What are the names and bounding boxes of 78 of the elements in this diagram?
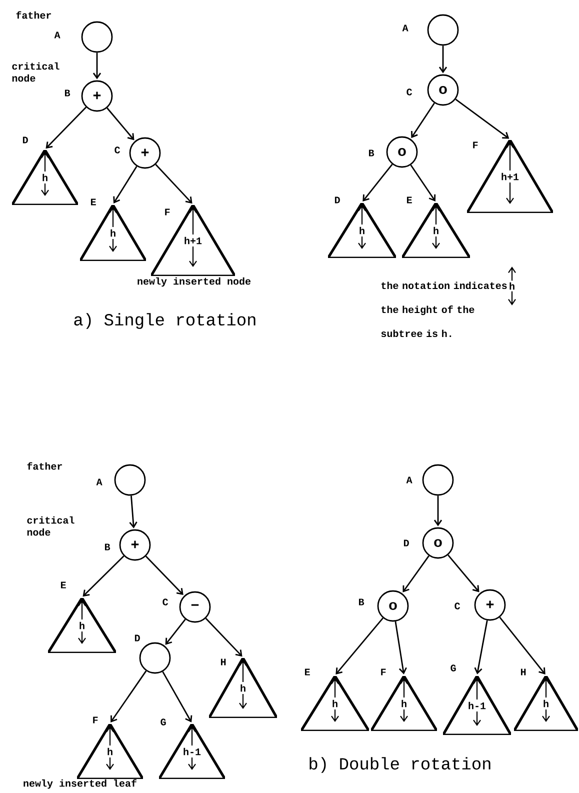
arrow <box>129 496 138 528</box>
arrow <box>110 670 147 722</box>
arrow <box>499 616 546 675</box>
node-annotation: father <box>27 462 62 470</box>
node-annotation: father <box>16 11 51 19</box>
subtree-triangle: h-1 <box>443 676 511 735</box>
arrow <box>165 618 186 645</box>
node-letter: F <box>381 668 386 676</box>
subtree-triangle: h <box>514 676 578 731</box>
node-letter: B <box>64 90 70 96</box>
arrow <box>411 102 435 138</box>
arrow <box>438 46 448 74</box>
tree-node-circle <box>427 14 459 46</box>
caption: b) Double rotation <box>310 757 490 773</box>
node-letter: A <box>96 478 102 486</box>
note-text: the notation indicates the height of the subtree is h. <box>381 282 507 338</box>
arrow <box>46 106 87 149</box>
node-letter: C <box>454 602 460 610</box>
node-letter: F <box>165 208 170 216</box>
tree-node-circle <box>422 464 454 496</box>
arrow <box>106 108 134 140</box>
node-letter: F <box>93 716 98 724</box>
node-letter: E <box>304 668 310 676</box>
node-letter: A <box>402 24 408 32</box>
notation-symbol: h <box>510 282 514 290</box>
node-letter: B <box>358 598 364 606</box>
subtree-triangle: h <box>371 676 437 731</box>
node-letter: C <box>162 598 168 606</box>
subtree-triangle: h <box>77 724 143 779</box>
node-letter: B <box>368 150 374 156</box>
node-letter: F <box>473 142 478 148</box>
subtree-triangle: h <box>80 205 146 261</box>
arrow <box>336 618 384 675</box>
arrow <box>410 164 436 202</box>
node-letter: H <box>220 658 226 666</box>
arrow <box>455 98 510 139</box>
arrow <box>205 618 242 657</box>
node-annotation: critical node <box>12 62 60 82</box>
node-letter: C <box>406 88 412 96</box>
node-annotation: critical node <box>27 516 74 536</box>
node-letter: D <box>404 540 409 546</box>
subtree-triangle: h <box>328 203 396 258</box>
caption: a) Single rotation <box>74 313 256 329</box>
node-letter: E <box>406 196 412 204</box>
subtree-triangle: h <box>301 676 369 731</box>
arrow <box>145 556 184 595</box>
node-letter: E <box>90 198 96 206</box>
subtree-triangle: h-1 <box>159 724 225 779</box>
arrow <box>92 52 102 80</box>
tree-node-circle <box>81 21 113 53</box>
arrow <box>162 671 192 722</box>
node-letter: B <box>104 544 110 550</box>
tree-node-circle <box>139 642 171 674</box>
node-letter: A <box>406 476 412 484</box>
subtree-triangle: h <box>402 203 470 258</box>
tree-node-circle <box>114 464 146 496</box>
node-letter: D <box>134 634 140 642</box>
node-letter: A <box>54 32 60 38</box>
arrow <box>402 555 430 592</box>
node-letter: D <box>22 136 28 144</box>
subtree-triangle: h <box>48 598 116 653</box>
node-letter: D <box>334 196 340 204</box>
arrow <box>362 164 393 202</box>
arrow <box>113 166 138 204</box>
node-letter: E <box>60 582 66 588</box>
arrow <box>448 554 480 592</box>
node-letter: G <box>160 718 166 726</box>
node-letter: H <box>520 668 526 676</box>
subtree-triangle: h <box>12 150 78 205</box>
arrow <box>394 621 407 674</box>
arrow <box>155 164 192 204</box>
node-annotation: newly inserted node <box>138 277 250 287</box>
node-letter: C <box>114 146 120 154</box>
node-letter: G <box>450 664 456 672</box>
arrow <box>474 620 488 674</box>
node-annotation: newly inserted leaf <box>24 779 136 789</box>
arrow <box>82 556 124 597</box>
arrow <box>434 496 442 526</box>
